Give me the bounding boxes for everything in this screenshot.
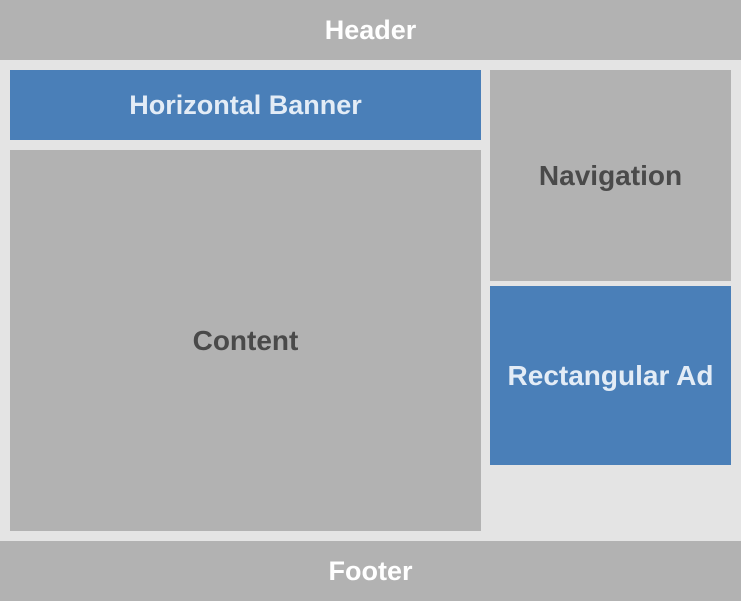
horizontal-banner-label: Horizontal Banner bbox=[129, 89, 362, 120]
content-label: Content bbox=[192, 324, 299, 356]
footer-label: Footer bbox=[328, 555, 413, 586]
navigation-label: Navigation bbox=[538, 159, 683, 191]
footer-region: Footer bbox=[0, 541, 741, 601]
navigation-region: Navigation bbox=[490, 70, 731, 281]
rectangular-ad-label: Rectangular Ad bbox=[507, 359, 714, 391]
header-label: Header bbox=[324, 14, 417, 45]
header-region: Header bbox=[0, 0, 741, 60]
horizontal-banner-region: Horizontal Banner bbox=[10, 70, 481, 140]
content-region: Content bbox=[10, 150, 481, 531]
rectangular-ad-region: Rectangular Ad bbox=[490, 286, 731, 465]
